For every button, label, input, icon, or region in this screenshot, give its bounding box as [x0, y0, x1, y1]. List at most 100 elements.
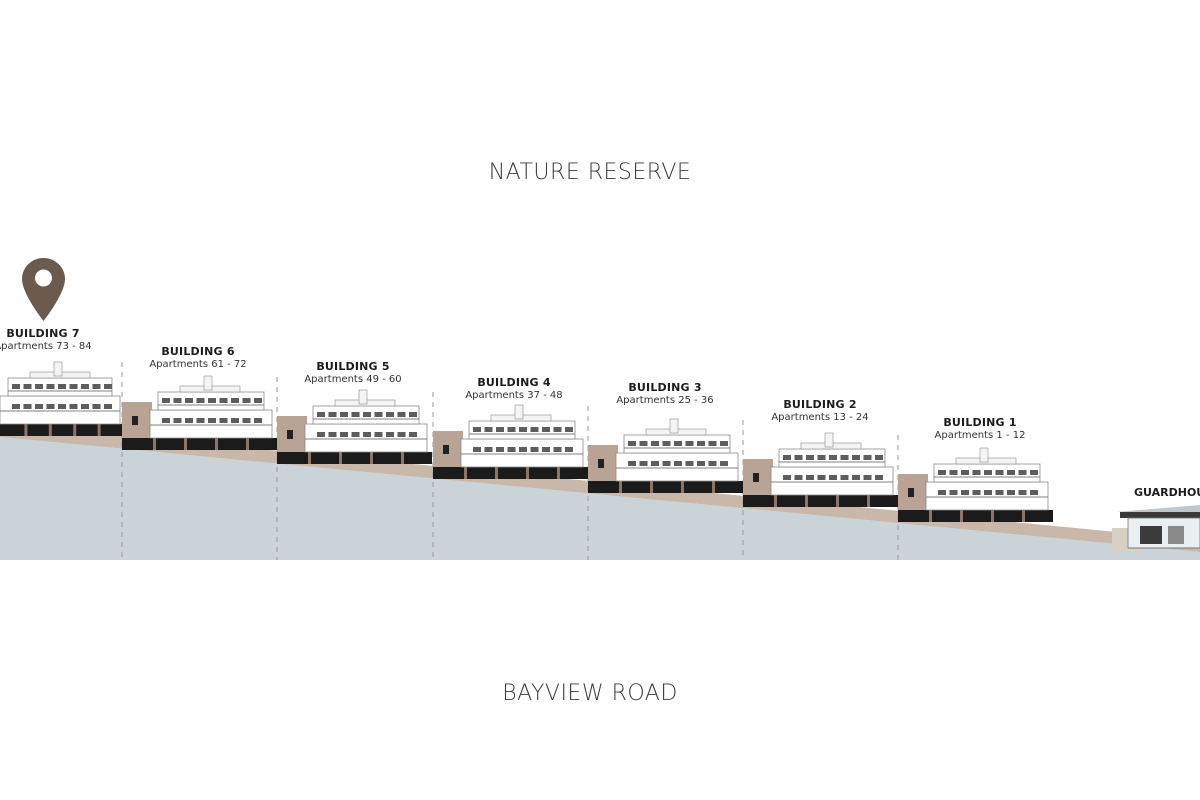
- garage-band: [122, 438, 277, 450]
- window: [1030, 490, 1038, 495]
- guardhouse-label: GUARDHOUSE: [1134, 486, 1200, 499]
- window: [242, 418, 251, 423]
- garage-band: [0, 424, 122, 436]
- chimney: [53, 361, 63, 377]
- window: [972, 470, 981, 475]
- window: [662, 441, 671, 446]
- building-elevation[interactable]: [0, 361, 122, 436]
- window: [196, 418, 205, 423]
- building-apartments: Apartments 61 - 72: [149, 358, 247, 370]
- building-elevation[interactable]: [433, 404, 588, 479]
- window: [35, 384, 43, 389]
- window: [961, 470, 969, 475]
- building-elevation[interactable]: [122, 375, 277, 450]
- window: [317, 432, 325, 437]
- window: [542, 427, 550, 432]
- window: [697, 441, 705, 446]
- chimney: [358, 389, 368, 405]
- window: [340, 412, 348, 417]
- window: [340, 432, 348, 437]
- window: [162, 398, 170, 403]
- window: [69, 404, 78, 409]
- window: [1007, 470, 1015, 475]
- window: [783, 455, 791, 460]
- garage-pier: [97, 424, 101, 436]
- building-elevation[interactable]: [898, 447, 1053, 522]
- window: [806, 455, 814, 460]
- window: [363, 412, 371, 417]
- window: [949, 470, 958, 475]
- window: [81, 384, 89, 389]
- window: [328, 432, 337, 437]
- window: [519, 427, 527, 432]
- window: [875, 455, 883, 460]
- window: [598, 459, 604, 468]
- map-pin-icon[interactable]: [21, 257, 66, 322]
- window: [639, 461, 648, 466]
- window: [132, 416, 138, 425]
- window: [363, 432, 371, 437]
- window: [12, 384, 20, 389]
- window: [530, 447, 539, 452]
- window: [92, 384, 101, 389]
- chimney: [824, 432, 834, 448]
- window: [817, 475, 826, 480]
- building-name: BUILDING 3: [628, 381, 702, 394]
- window: [1007, 490, 1015, 495]
- chimney: [514, 404, 524, 420]
- window: [829, 475, 837, 480]
- window: [519, 447, 527, 452]
- building-apartments: Apartments 73 - 84: [0, 340, 92, 352]
- lower-floor: [149, 409, 273, 439]
- building-elevation[interactable]: [588, 418, 743, 493]
- window: [817, 455, 826, 460]
- window: [794, 475, 803, 480]
- window: [484, 427, 493, 432]
- window: [208, 398, 216, 403]
- window: [938, 470, 946, 475]
- building-elevation[interactable]: [277, 389, 432, 464]
- window: [565, 427, 573, 432]
- window: [196, 398, 205, 403]
- lower-floor: [0, 395, 121, 425]
- garage-band: [433, 467, 588, 479]
- window: [685, 461, 694, 466]
- window: [995, 490, 1004, 495]
- garage-pier: [836, 495, 839, 507]
- window: [565, 447, 573, 452]
- building-name: BUILDING 7: [6, 327, 80, 340]
- window: [92, 404, 101, 409]
- lower-floor: [770, 466, 894, 496]
- building-apartments: Apartments 37 - 48: [465, 389, 563, 401]
- window: [162, 418, 170, 423]
- guardhouse-structure: [1112, 505, 1200, 552]
- window: [287, 430, 293, 439]
- window: [938, 490, 946, 495]
- garage-pier: [246, 438, 249, 450]
- garage-band: [277, 452, 432, 464]
- window: [949, 490, 958, 495]
- window: [443, 445, 449, 454]
- chimney: [979, 447, 989, 463]
- window: [984, 470, 992, 475]
- building-elevation[interactable]: [743, 432, 898, 507]
- building-name: BUILDING 6: [161, 345, 235, 358]
- building-name: BUILDING 1: [943, 416, 1017, 429]
- garage-pier: [1022, 510, 1025, 522]
- window: [231, 418, 239, 423]
- window: [708, 441, 717, 446]
- window: [829, 455, 837, 460]
- window: [530, 427, 539, 432]
- garage-band: [588, 481, 743, 493]
- window: [208, 418, 216, 423]
- garage-pier: [960, 510, 963, 522]
- window: [720, 461, 728, 466]
- window: [473, 427, 481, 432]
